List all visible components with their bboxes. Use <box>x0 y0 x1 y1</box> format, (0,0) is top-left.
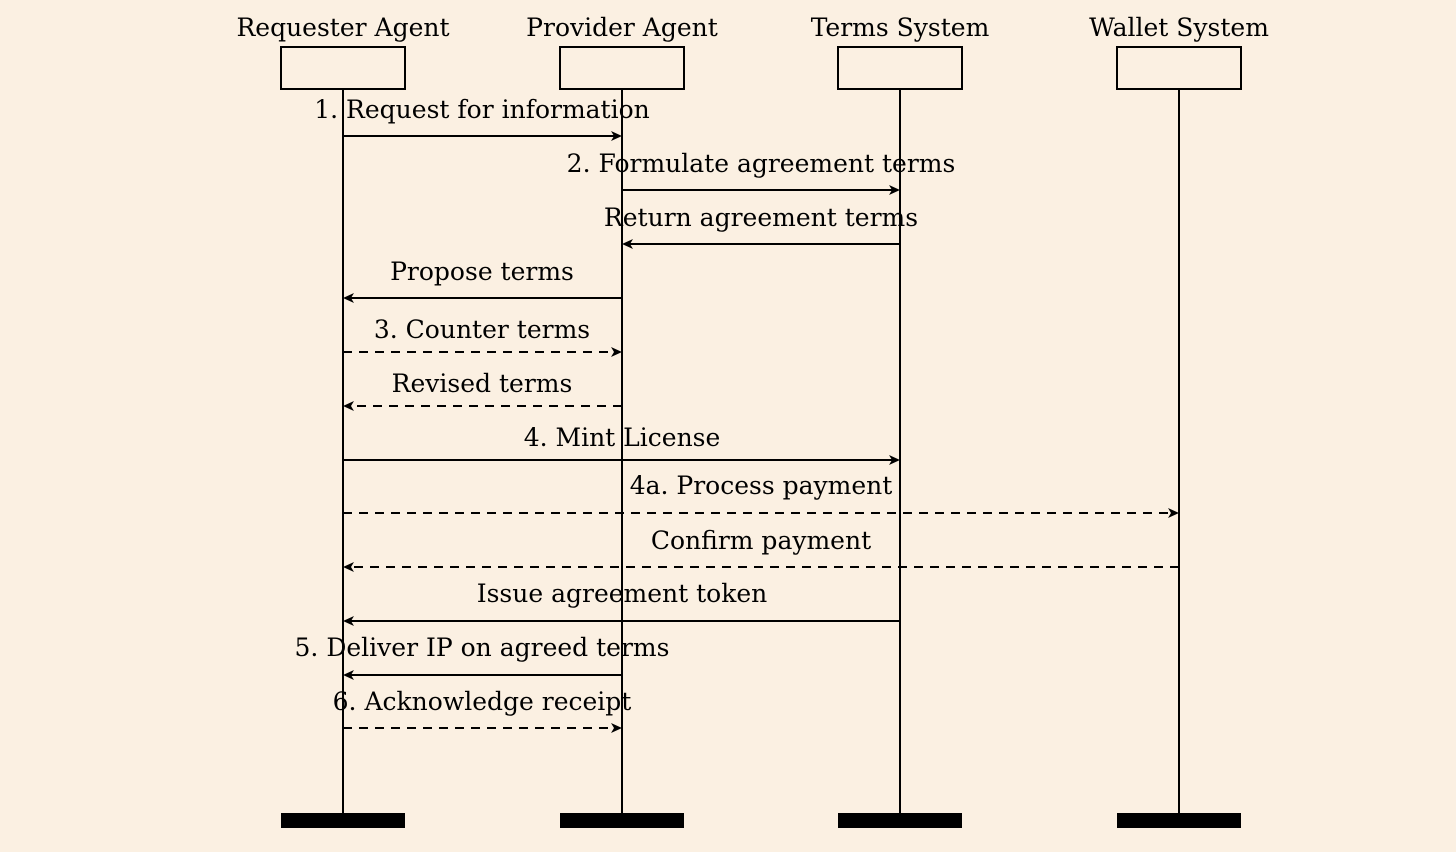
message: 4a. Process payment <box>343 471 1179 518</box>
message: Revised terms <box>343 369 622 411</box>
actor-name: Wallet System <box>1089 13 1269 42</box>
arrowhead <box>889 185 900 195</box>
arrowhead <box>622 239 633 249</box>
actors: Requester Agent Provider Agent Terms Syste… <box>236 13 1269 828</box>
actor-box <box>837 46 963 90</box>
actor-terms: Terms System <box>811 13 990 828</box>
message: 6. Acknowledge receipt <box>333 687 632 733</box>
message: 3. Counter terms <box>343 315 622 357</box>
message-label: Confirm payment <box>651 526 871 555</box>
message: Propose terms <box>343 257 622 303</box>
message: 1. Request for information <box>314 95 650 141</box>
message: 2. Formulate agreement terms <box>567 149 956 195</box>
actor-requester: Requester Agent <box>236 13 450 828</box>
message: Return agreement terms <box>604 203 918 249</box>
arrowhead <box>343 401 354 411</box>
arrowhead <box>343 562 354 572</box>
actor-box <box>1116 46 1242 90</box>
message-label: 4a. Process payment <box>630 471 893 500</box>
actor-box <box>559 46 685 90</box>
lifeline-end-bar <box>838 813 962 828</box>
message: Confirm payment <box>343 526 1179 572</box>
arrowhead <box>889 455 900 465</box>
arrowhead <box>343 670 354 680</box>
message: 4. Mint License <box>343 423 900 465</box>
lifeline-end-bar <box>281 813 405 828</box>
message-label: Issue agreement token <box>477 579 768 608</box>
arrowhead <box>611 347 622 357</box>
actor-box <box>280 46 406 90</box>
arrowhead <box>611 723 622 733</box>
message-label: 6. Acknowledge receipt <box>333 687 632 716</box>
lifeline-end-bar <box>560 813 684 828</box>
message-label: 1. Request for information <box>314 95 650 124</box>
actor-provider: Provider Agent <box>526 13 718 828</box>
message-label: Return agreement terms <box>604 203 918 232</box>
actor-wallet: Wallet System <box>1089 13 1269 828</box>
lifeline-end-bar <box>1117 813 1241 828</box>
arrowhead <box>343 616 354 626</box>
actor-name: Terms System <box>811 13 990 42</box>
message-label: Revised terms <box>392 369 573 398</box>
arrowhead <box>1168 508 1179 518</box>
arrowhead <box>611 131 622 141</box>
messages: 1. Request for information 2. Formulate a… <box>295 95 1179 733</box>
arrowhead <box>343 293 354 303</box>
message: Issue agreement token <box>343 579 900 626</box>
message-label: 4. Mint License <box>524 423 721 452</box>
message-label: 5. Deliver IP on agreed terms <box>295 633 670 662</box>
message: 5. Deliver IP on agreed terms <box>295 633 670 680</box>
actor-name: Provider Agent <box>526 13 718 42</box>
message-label: Propose terms <box>390 257 574 286</box>
message-label: 3. Counter terms <box>374 315 590 344</box>
message-label: 2. Formulate agreement terms <box>567 149 956 178</box>
actor-name: Requester Agent <box>236 13 449 42</box>
